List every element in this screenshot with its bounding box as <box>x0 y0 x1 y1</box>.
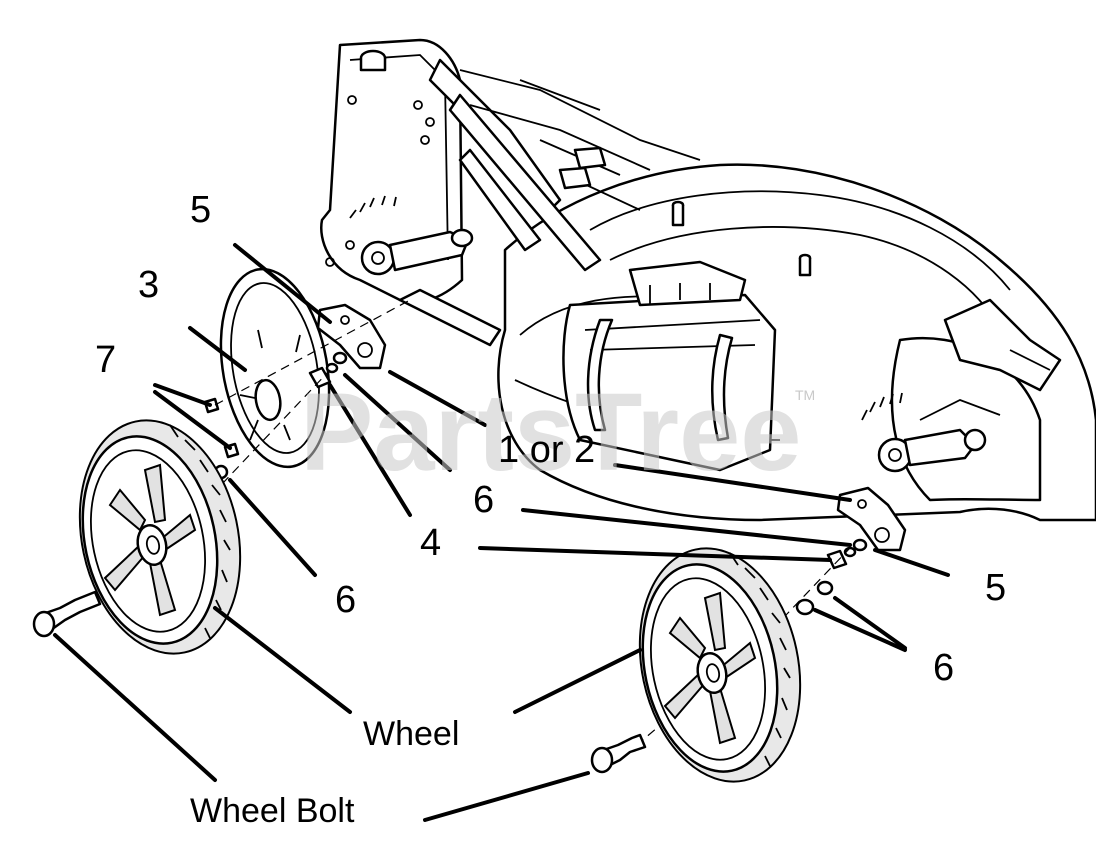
callout-6-right: 6 <box>933 647 954 689</box>
wheel-cover-plate <box>219 267 331 469</box>
callout-6-mid: 6 <box>473 479 494 521</box>
callout-1-or-2: 1 or 2 <box>498 429 595 471</box>
callout-7: 7 <box>95 339 116 381</box>
watermark-trademark: TM <box>795 387 815 403</box>
right-wheel <box>638 547 802 783</box>
callouts: 5 3 7 1 or 2 6 4 6 5 6 <box>95 189 1006 689</box>
left-axle-bracket <box>316 303 387 370</box>
callout-4: 4 <box>420 522 441 564</box>
handle-bracket <box>320 38 701 347</box>
label-wheel: Wheel <box>363 715 459 753</box>
watermark-text: PartsTree <box>300 371 801 494</box>
watermark: PartsTree TM <box>300 371 815 494</box>
part-labels: Wheel Wheel Bolt <box>190 715 459 830</box>
left-wheel-bolt <box>32 590 102 638</box>
label-wheel-bolt: Wheel Bolt <box>190 792 355 830</box>
callout-6-left: 6 <box>335 579 356 621</box>
left-wheel <box>78 419 242 655</box>
callout-5-top: 5 <box>190 189 211 231</box>
leader-lines <box>53 243 950 822</box>
callout-3: 3 <box>138 264 159 306</box>
callout-5-right: 5 <box>985 567 1006 609</box>
right-wheel-bolt <box>590 733 647 774</box>
right-hardware <box>795 538 868 616</box>
right-axle-bracket <box>836 486 907 552</box>
mower-deck <box>497 163 1096 522</box>
